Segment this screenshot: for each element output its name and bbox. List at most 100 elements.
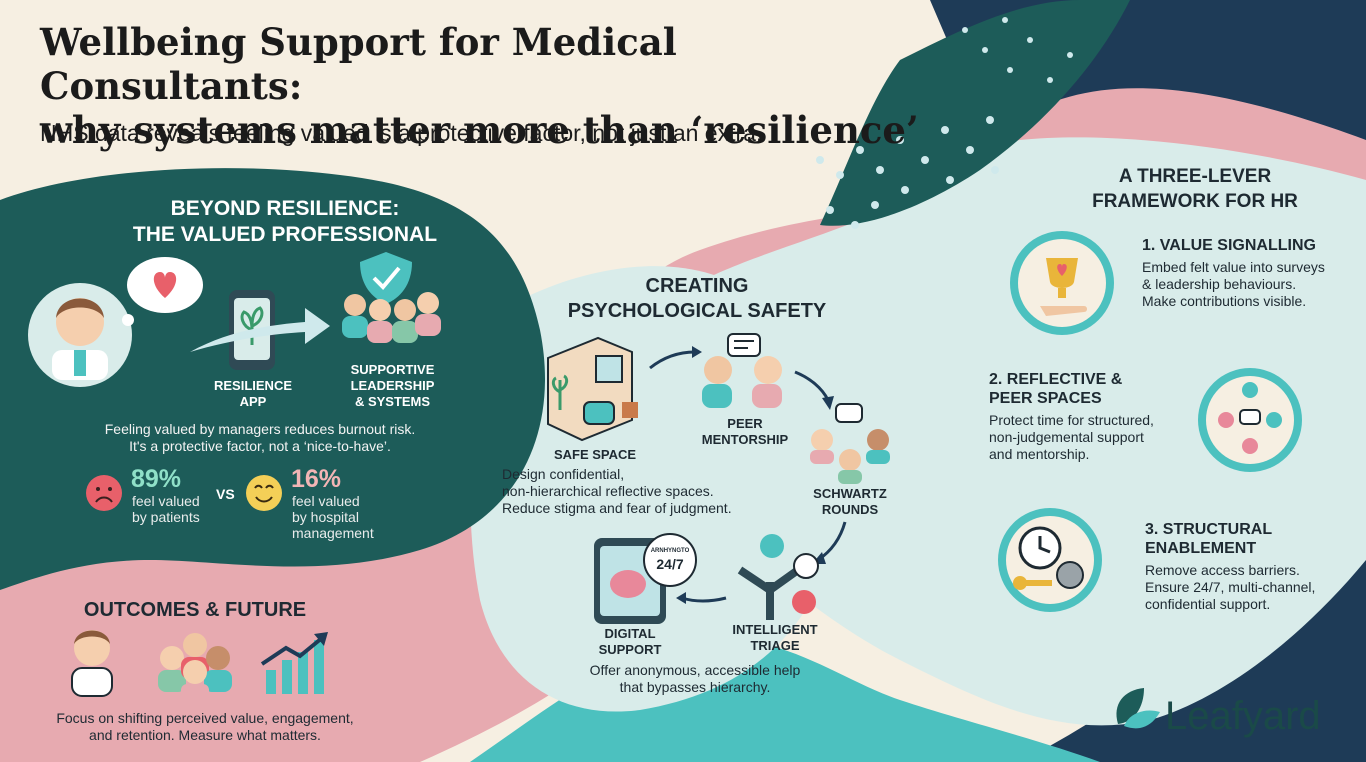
supportive-leadership-label: SUPPORTIVE LEADERSHIP & SYSTEMS — [335, 362, 450, 410]
lever-1-text: Embed felt value into surveys & leadersh… — [1142, 259, 1352, 310]
subtitle: NHS data reveals feeling valued is a pro… — [40, 120, 763, 146]
lever-1-text-line-1: Embed felt value into surveys — [1142, 259, 1325, 275]
lever-2-text-line-1: Protect time for structured, — [989, 412, 1154, 428]
digital-line-2: SUPPORT — [598, 642, 662, 657]
arrow-peer-to-schwartz — [794, 370, 830, 401]
resilience-app-line-1: RESILIENCE — [213, 378, 292, 393]
schwartz-line-2: ROUNDS — [821, 502, 879, 517]
safety-heading: CREATING PSYCHOLOGICAL SAFETY — [552, 274, 842, 324]
dark-teal-stripe — [820, 0, 1130, 226]
safe-space-text-line-1: Design confidential, — [502, 466, 625, 482]
stat-management-value: 16% — [291, 465, 342, 493]
leadership-group-illustration — [342, 252, 441, 343]
versus-label: VS — [216, 486, 235, 502]
lever-1-text-line-2: & leadership behaviours. — [1142, 276, 1297, 292]
sad-face-icon — [86, 475, 122, 511]
arrowhead-2 — [822, 396, 834, 410]
leafyard-wordmark: Leafyard — [1165, 694, 1321, 738]
lever-3-title-line-2: ENABLEMENT — [1145, 540, 1257, 557]
outcome-doctor-illustration — [71, 630, 113, 697]
digital-text-line-1: Offer anonymous, accessible help — [589, 662, 801, 678]
intelligent-triage-label: INTELLIGENT TRIAGE — [720, 622, 830, 654]
stat-management-caption-line-3: management — [292, 525, 374, 541]
safe-space-label: SAFE SPACE — [553, 447, 637, 462]
outcomes-body-line-1: Focus on shifting perceived value, engag… — [56, 710, 354, 726]
arrowhead-4 — [676, 592, 686, 604]
triage-line-2: TRIAGE — [750, 638, 800, 653]
stat-management-caption: feel valued by hospital management — [292, 493, 374, 541]
safe-space-text-line-2: non-hierarchical reflective spaces. — [502, 483, 714, 499]
lever-structural-enablement: 3. STRUCTURAL ENABLEMENT Remove access b… — [1145, 520, 1355, 613]
framework-heading: A THREE-LEVER FRAMEWORK FOR HR — [1070, 164, 1320, 214]
peer-circle-icon — [1218, 382, 1282, 454]
schwartz-rounds-label: SCHWARTZ ROUNDS — [800, 486, 900, 518]
stat-management-caption-line-2: by hospital — [292, 509, 359, 525]
beyond-body-line-2: It's a protective factor, not a ‘nice-to… — [129, 438, 391, 454]
resilience-app-label: RESILIENCE APP — [198, 378, 308, 410]
triage-line-1: INTELLIGENT — [732, 622, 818, 637]
stat-patients-caption-line-2: by patients — [132, 509, 200, 525]
happy-face-icon — [246, 475, 282, 511]
framework-heading-line-2: FRAMEWORK FOR HR — [1092, 191, 1298, 212]
stat-patients-caption: feel valued by patients — [132, 493, 200, 525]
beyond-body-line-1: Feeling valued by managers reduces burno… — [104, 421, 416, 437]
intelligent-triage-illustration — [737, 534, 819, 620]
bubble-24-7-text: 24/7 — [656, 556, 684, 572]
outcomes-heading: OUTCOMES & FUTURE — [83, 599, 307, 621]
arrowhead-1 — [692, 346, 702, 358]
lever-1-text-line-3: Make contributions visible. — [1142, 293, 1307, 309]
peer-line-2: MENTORSHIP — [701, 432, 789, 447]
outcome-team-illustration — [158, 633, 232, 698]
safe-space-text-line-3: Reduce stigma and fear of judgment. — [502, 500, 732, 516]
peer-line-1: PEER — [727, 416, 763, 431]
growth-chart-icon — [260, 632, 328, 694]
digital-support-label: DIGITAL SUPPORT — [580, 626, 680, 658]
digital-text-line-2: that bypasses hierarchy. — [619, 679, 771, 695]
schwartz-line-1: SCHWARTZ — [813, 486, 887, 501]
supportive-line-3: & SYSTEMS — [354, 394, 431, 409]
stat-patients-caption-line-1: feel valued — [132, 493, 200, 509]
lever-value-signalling: 1. VALUE SIGNALLING Embed felt value int… — [1142, 236, 1352, 310]
beyond-heading-line-1: BEYOND RESILIENCE: — [170, 197, 400, 220]
leafyard-logo-icon — [1116, 688, 1160, 729]
lever-2-text: Protect time for structured, non-judgeme… — [989, 412, 1199, 463]
safety-heading-line-1: CREATING — [645, 275, 749, 297]
supportive-line-1: SUPPORTIVE — [350, 362, 435, 377]
title-line-2: why systems matter more than ‘resilience… — [40, 108, 919, 152]
digital-support-illustration — [594, 533, 697, 624]
peer-mentorship-illustration — [702, 333, 782, 408]
framework-heading-line-1: A THREE-LEVER — [1118, 166, 1272, 187]
safe-space-illustration — [547, 336, 638, 442]
arrow-to-leadership — [190, 308, 330, 352]
lever-3-title: 3. STRUCTURAL ENABLEMENT — [1145, 520, 1355, 558]
digital-line-1: DIGITAL — [604, 626, 656, 641]
schwartz-rounds-illustration — [810, 403, 890, 484]
lever-3-text: Remove access barriers. Ensure 24/7, mul… — [1145, 562, 1355, 613]
stat-management-caption-line-1: feel valued — [292, 493, 360, 509]
lever-3-text-line-3: confidential support. — [1145, 596, 1271, 612]
lever-3-text-line-1: Remove access barriers. — [1145, 562, 1300, 578]
lever-2-title-line-1: 2. REFLECTIVE & — [989, 371, 1123, 388]
beyond-body-text: Feeling valued by managers reduces burno… — [40, 421, 480, 455]
outcomes-body-line-2: and retention. Measure what matters. — [89, 727, 321, 743]
clock-key-gear-icon — [1013, 526, 1084, 590]
page-title: Wellbeing Support for Medical Consultant… — [40, 20, 940, 152]
arrow-safe-to-peer — [649, 350, 696, 370]
peer-mentorship-label: PEER MENTORSHIP — [690, 416, 800, 448]
lever-2-title-line-2: PEER SPACES — [989, 390, 1102, 407]
lever-2-text-line-3: and mentorship. — [989, 446, 1090, 462]
lever-2-title: 2. REFLECTIVE & PEER SPACES — [989, 370, 1199, 408]
bubble-small-text: ARNHYNGTO — [650, 548, 690, 554]
beyond-heading-line-2: THE VALUED PROFESSIONAL — [132, 223, 438, 246]
safety-heading-line-2: PSYCHOLOGICAL SAFETY — [567, 300, 827, 322]
outcomes-body-text: Focus on shifting perceived value, engag… — [40, 710, 370, 744]
stat-patients-value: 89% — [131, 465, 182, 493]
resilience-app-line-2: APP — [239, 394, 267, 409]
dot-pattern — [816, 17, 1073, 229]
lever-2-text-line-2: non-judgemental support — [989, 429, 1144, 445]
lever-3-title-line-1: 3. STRUCTURAL — [1145, 521, 1273, 538]
lever-3-text-line-2: Ensure 24/7, multi-channel, — [1145, 579, 1316, 595]
digital-support-text: Offer anonymous, accessible help that by… — [560, 662, 830, 696]
